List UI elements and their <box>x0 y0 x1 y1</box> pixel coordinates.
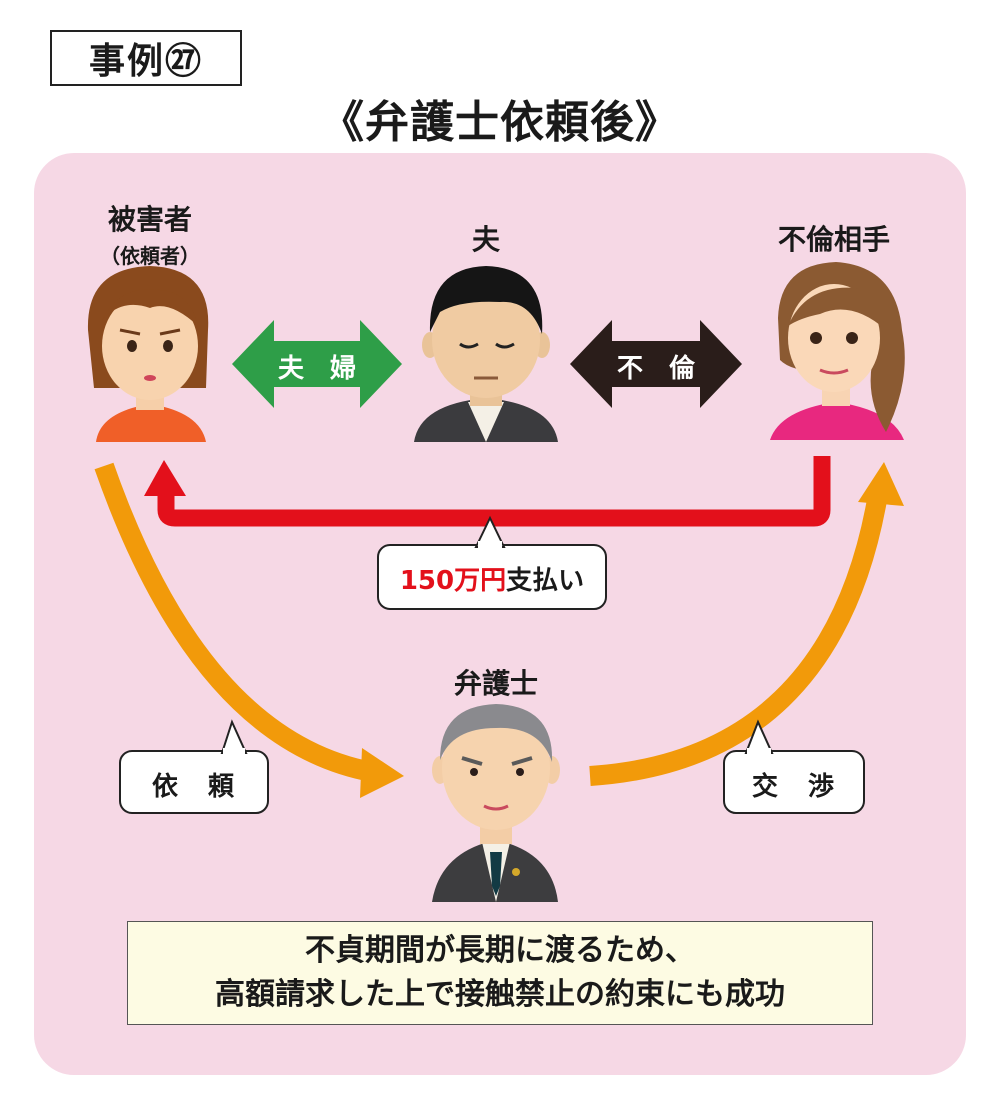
couple-arrow <box>232 320 402 408</box>
conclusion-line-2: 高額請求した上で接触禁止の約束にも成功 <box>215 977 785 1012</box>
negotiation-callout-bubble <box>723 719 865 814</box>
victim-label-text: 被害者 <box>107 203 192 236</box>
request-flow-arrow <box>94 462 404 798</box>
case-label: 事例㉗ <box>50 30 242 86</box>
victim-sublabel: （依頼者） <box>100 244 200 268</box>
negotiation-flow-arrow <box>589 462 904 786</box>
affair-label: 不 倫 <box>616 354 695 384</box>
conclusion-box: 不貞期間が長期に渡るため、 高額請求した上で接触禁止の約束にも成功 <box>127 921 873 1025</box>
payment-action: 支払い <box>506 566 585 596</box>
partner-label: 不倫相手 <box>777 223 890 256</box>
conclusion-line-1: 不貞期間が長期に渡るため、 <box>305 933 695 968</box>
payment-callout-bubble <box>377 515 607 610</box>
lawyer-avatar <box>432 704 560 902</box>
request-callout: 依 頼 <box>151 772 236 802</box>
page-title: 《弁護士依頼後》 <box>320 97 680 148</box>
husband-avatar <box>414 266 558 442</box>
affair-partner-avatar <box>770 262 905 440</box>
couple-label: 夫 婦 <box>277 354 356 384</box>
payment-arrow <box>144 456 831 527</box>
husband-label: 夫 <box>471 223 500 256</box>
payment-callout: 150万円支払い <box>378 560 606 597</box>
payment-amount: 150万円 <box>399 566 507 596</box>
lawyer-label: 弁護士 <box>453 667 538 700</box>
request-callout-bubble <box>119 719 269 814</box>
affair-arrow <box>570 320 742 408</box>
victim-label: 被害者 （依頼者） <box>80 198 220 269</box>
negotiation-callout: 交 渉 <box>751 772 836 802</box>
victim-avatar <box>87 266 209 442</box>
